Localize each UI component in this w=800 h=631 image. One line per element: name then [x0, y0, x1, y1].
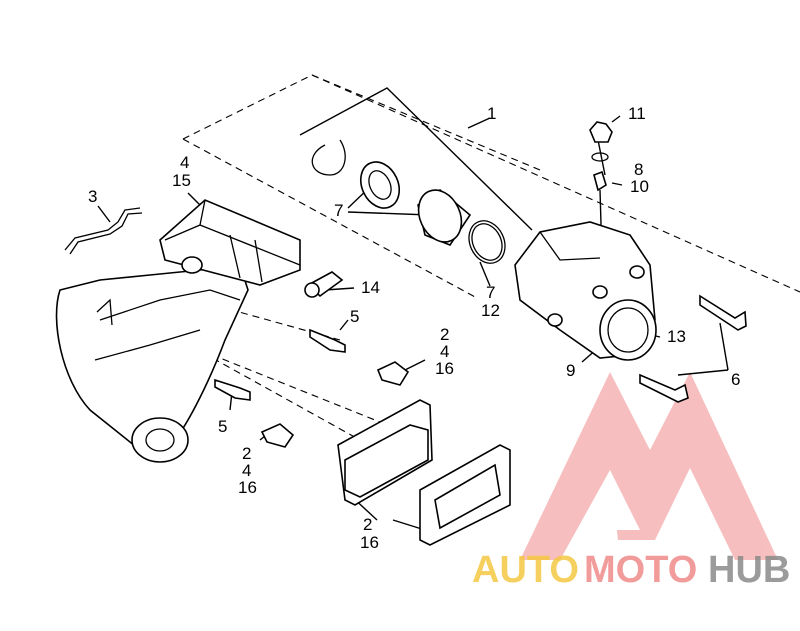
watermark-part-auto: AUTO: [472, 549, 579, 591]
caliper-bracket: [55, 264, 249, 463]
label-5-upper: 5: [350, 307, 359, 326]
mounting-bolts: [639, 294, 747, 403]
label-9: 9: [566, 361, 575, 380]
pad-clip-lower: [260, 423, 295, 448]
label-3: 3: [88, 187, 97, 206]
caliper-body: [514, 221, 657, 361]
retaining-ring: [311, 139, 346, 176]
label-4-top: 4: [180, 153, 189, 172]
watermark-part-hub: HUB: [708, 549, 790, 591]
guide-pin-lower: [214, 378, 251, 401]
label-15: 15: [172, 171, 191, 190]
label-12: 12: [481, 301, 500, 320]
label-16-lower: 16: [238, 478, 257, 497]
label-16-upper: 16: [435, 359, 454, 378]
label-8: 8: [634, 160, 643, 179]
brake-pad-front: [337, 399, 433, 506]
pad-clip-upper: [376, 361, 410, 386]
label-16-pads: 16: [360, 533, 379, 552]
label-1: 1: [487, 104, 496, 123]
watermark-part-moto: MOTO: [584, 549, 697, 591]
label-14: 14: [361, 278, 380, 297]
label-5-lower: 5: [218, 417, 227, 436]
guide-pin-upper: [309, 328, 346, 353]
brake-pad-rear: [419, 444, 511, 546]
label-11: 11: [628, 104, 646, 123]
label-13: 13: [667, 327, 686, 346]
label-4-upper: 4: [440, 342, 449, 361]
bleeder-valve: [589, 121, 613, 192]
label-7-oring: 7: [486, 283, 495, 302]
label-2-lower: 2: [242, 444, 251, 463]
pin-housing: [159, 199, 301, 286]
dust-seal: [359, 161, 401, 209]
label-4-lower: 4: [242, 461, 251, 480]
piston: [417, 188, 472, 246]
label-10: 10: [630, 177, 649, 196]
watermark-text: AUTO MOTO HUB: [472, 549, 790, 591]
watermark-logo-icon: [520, 372, 778, 560]
o-ring: [468, 220, 506, 264]
plug: [304, 271, 344, 298]
part-labels: 1 11 8 10 4 15 3 7 7 12 14 5 2 4 16 13 9…: [88, 104, 740, 552]
label-6: 6: [731, 370, 740, 389]
label-7-seal: 7: [334, 201, 343, 220]
spring-clip: [64, 207, 143, 255]
label-2-upper: 2: [440, 325, 449, 344]
label-2-pads: 2: [363, 515, 372, 534]
